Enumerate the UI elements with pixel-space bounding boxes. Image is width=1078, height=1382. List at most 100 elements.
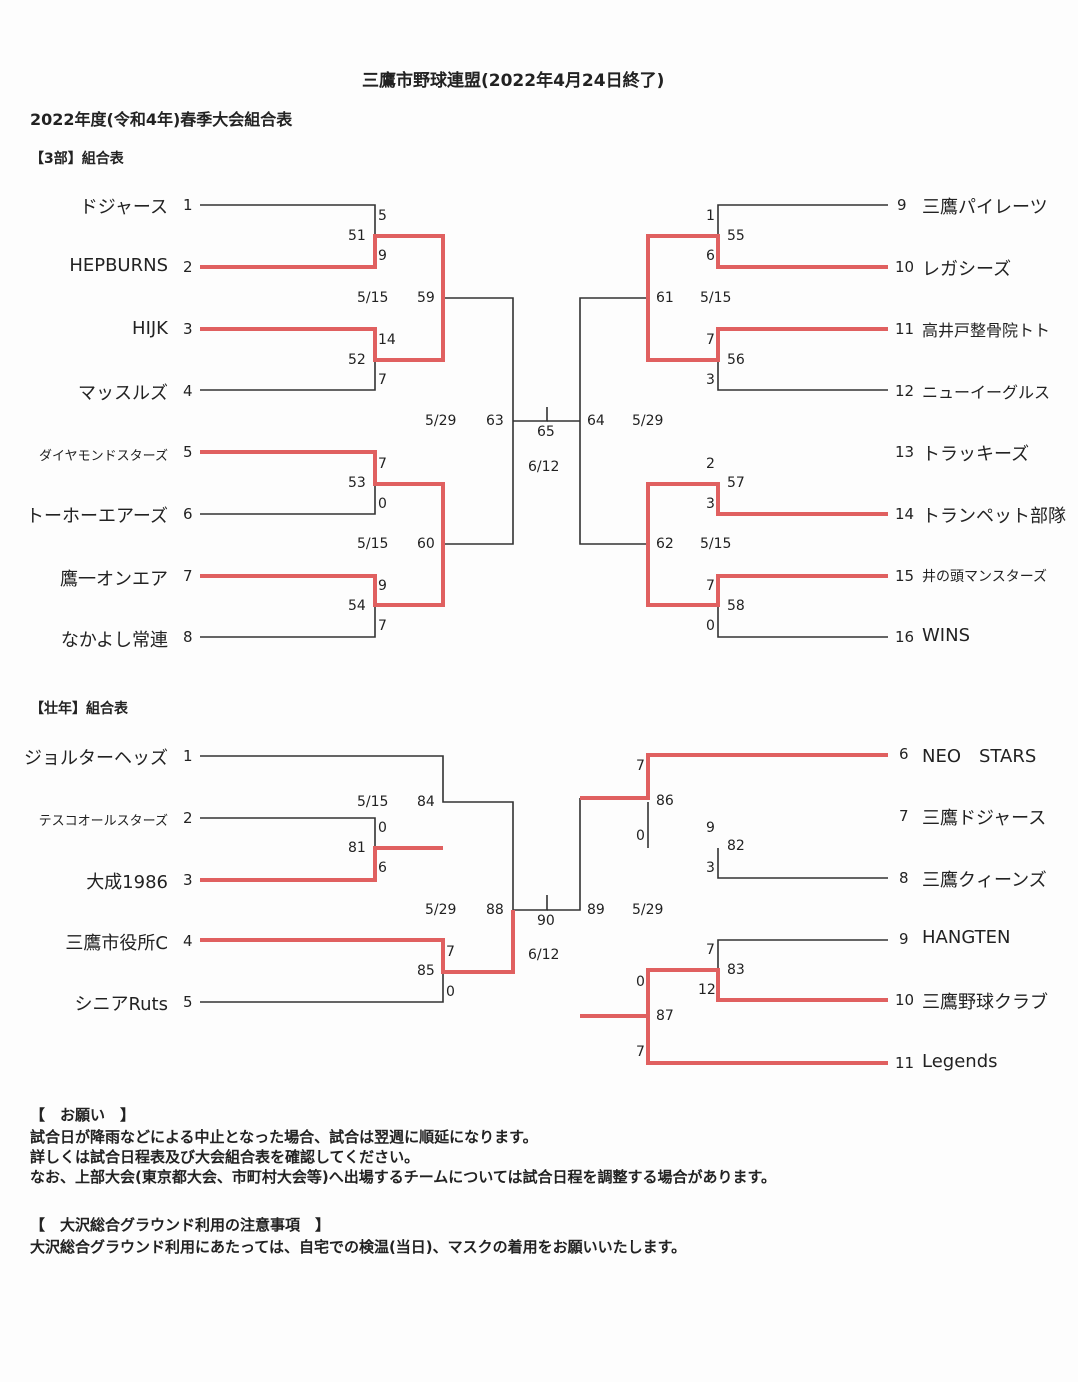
game-date: 6/12 xyxy=(528,459,560,475)
game-number: 55 xyxy=(727,228,745,244)
game-date: 5/15 xyxy=(700,536,732,552)
score: 9 xyxy=(378,248,387,264)
page-subtitle: 2022年度(令和4年)春季大会組合表 xyxy=(30,110,293,129)
team-name: HEPBURNS xyxy=(69,255,168,276)
game-date: 5/15 xyxy=(357,794,389,810)
score: 2 xyxy=(706,456,715,472)
team-name: シニアRuts xyxy=(74,994,168,1015)
page-title: 三鷹市野球連盟(2022年4月24日終了) xyxy=(362,71,665,91)
score: 0 xyxy=(378,820,387,836)
request-line: なお、上部大会(東京都大会、市町村大会等)へ出場するチームについては試合日程を調… xyxy=(30,1168,777,1186)
team-seed: 7 xyxy=(899,807,909,825)
team-name: 鷹一オンエア xyxy=(60,569,168,590)
team-seed: 16 xyxy=(895,628,915,646)
score: 6 xyxy=(706,248,715,264)
game-number: 54 xyxy=(348,598,366,614)
score: 0 xyxy=(636,974,645,990)
team-seed: 15 xyxy=(895,567,915,585)
team-seed: 8 xyxy=(899,869,909,887)
team-name: 三鷹野球クラブ xyxy=(922,992,1048,1013)
game-number: 62 xyxy=(656,536,674,552)
request-line: 詳しくは試合日程表及び大会組合表を確認してください。 xyxy=(30,1148,420,1166)
game-number: 83 xyxy=(727,962,745,978)
team-name: 高井戸整骨院トト xyxy=(922,321,1051,340)
team-seed: 1 xyxy=(183,747,193,765)
score: 7 xyxy=(706,942,715,958)
game-date: 5/15 xyxy=(700,290,732,306)
score: 3 xyxy=(706,860,715,876)
team-name: 三鷹ドジャース xyxy=(922,808,1047,829)
game-number: 56 xyxy=(727,352,745,368)
request-line: 試合日が降雨などによる中止となった場合、試合は翌週に順延になります。 xyxy=(30,1128,538,1146)
game-date: 5/29 xyxy=(632,413,664,429)
request-heading: 【 お願い 】 xyxy=(30,1106,136,1124)
team-seed: 11 xyxy=(895,320,915,338)
game-number: 60 xyxy=(417,536,435,552)
score: 9 xyxy=(378,578,387,594)
team-seed: 6 xyxy=(899,745,909,763)
game-number: 63 xyxy=(486,413,504,429)
game-number: 59 xyxy=(417,290,435,306)
game-number: 61 xyxy=(656,290,674,306)
score: 0 xyxy=(446,984,455,1000)
team-seed: 9 xyxy=(897,196,907,214)
game-number: 87 xyxy=(656,1008,674,1024)
game-date: 5/15 xyxy=(357,290,389,306)
score: 7 xyxy=(636,758,645,774)
team-seed: 5 xyxy=(183,993,193,1011)
team-name: WINS xyxy=(922,625,970,646)
game-number: 53 xyxy=(348,475,366,491)
team-name: トラッキーズ xyxy=(922,444,1030,465)
game-number: 85 xyxy=(417,963,435,979)
team-seed: 2 xyxy=(183,809,193,827)
game-number: 88 xyxy=(486,902,504,918)
team-name: ドジャース xyxy=(79,197,168,218)
score: 7 xyxy=(446,944,455,960)
team-name: トランペット部隊 xyxy=(922,506,1066,527)
ground-line: 大沢総合グラウンド利用にあたっては、自宅での検温(当日)、マスクの着用をお願いい… xyxy=(30,1238,687,1256)
score: 3 xyxy=(706,372,715,388)
team-seed: 6 xyxy=(183,505,193,523)
team-name: ダイヤモンドスターズ xyxy=(39,449,168,464)
game-number: 58 xyxy=(727,598,745,614)
team-seed: 4 xyxy=(183,382,193,400)
game-number: 57 xyxy=(727,475,745,491)
score: 14 xyxy=(378,332,396,348)
team-seed: 10 xyxy=(895,991,915,1009)
game-number: 81 xyxy=(348,840,366,856)
team-name: HANGTEN xyxy=(922,927,1011,948)
game-number: 64 xyxy=(587,413,605,429)
team-seed: 2 xyxy=(183,258,193,276)
team-seed: 12 xyxy=(895,382,915,400)
score: 0 xyxy=(706,618,715,634)
team-seed: 11 xyxy=(895,1054,915,1072)
team-seed: 14 xyxy=(895,505,915,523)
game-number: 65 xyxy=(537,424,555,440)
game-number: 84 xyxy=(417,794,435,810)
game-number: 89 xyxy=(587,902,605,918)
team-seed: 1 xyxy=(183,196,193,214)
score: 7 xyxy=(706,332,715,348)
team-seed: 3 xyxy=(183,320,193,338)
team-name: なかよし常連 xyxy=(60,630,168,651)
score: 7 xyxy=(378,372,387,388)
game-date: 5/29 xyxy=(632,902,664,918)
game-date: 5/15 xyxy=(357,536,389,552)
team-name: マッスルズ xyxy=(78,383,168,404)
team-name: 大成1986 xyxy=(86,872,168,893)
score: 1 xyxy=(706,208,715,224)
team-name: HIJK xyxy=(132,318,168,339)
team-name: ニューイーグルス xyxy=(922,383,1051,402)
section-label-senior: 【壮年】組合表 xyxy=(30,701,128,717)
score: 0 xyxy=(378,496,387,512)
team-name: 三鷹クィーンズ xyxy=(922,870,1047,891)
team-seed: 8 xyxy=(183,628,193,646)
score: 9 xyxy=(706,820,715,836)
team-seed: 9 xyxy=(899,930,909,948)
score: 7 xyxy=(378,456,387,472)
team-name: 三鷹パイレーツ xyxy=(922,197,1048,218)
team-seed: 4 xyxy=(183,932,193,950)
score: 7 xyxy=(706,578,715,594)
team-seed: 5 xyxy=(183,443,193,461)
